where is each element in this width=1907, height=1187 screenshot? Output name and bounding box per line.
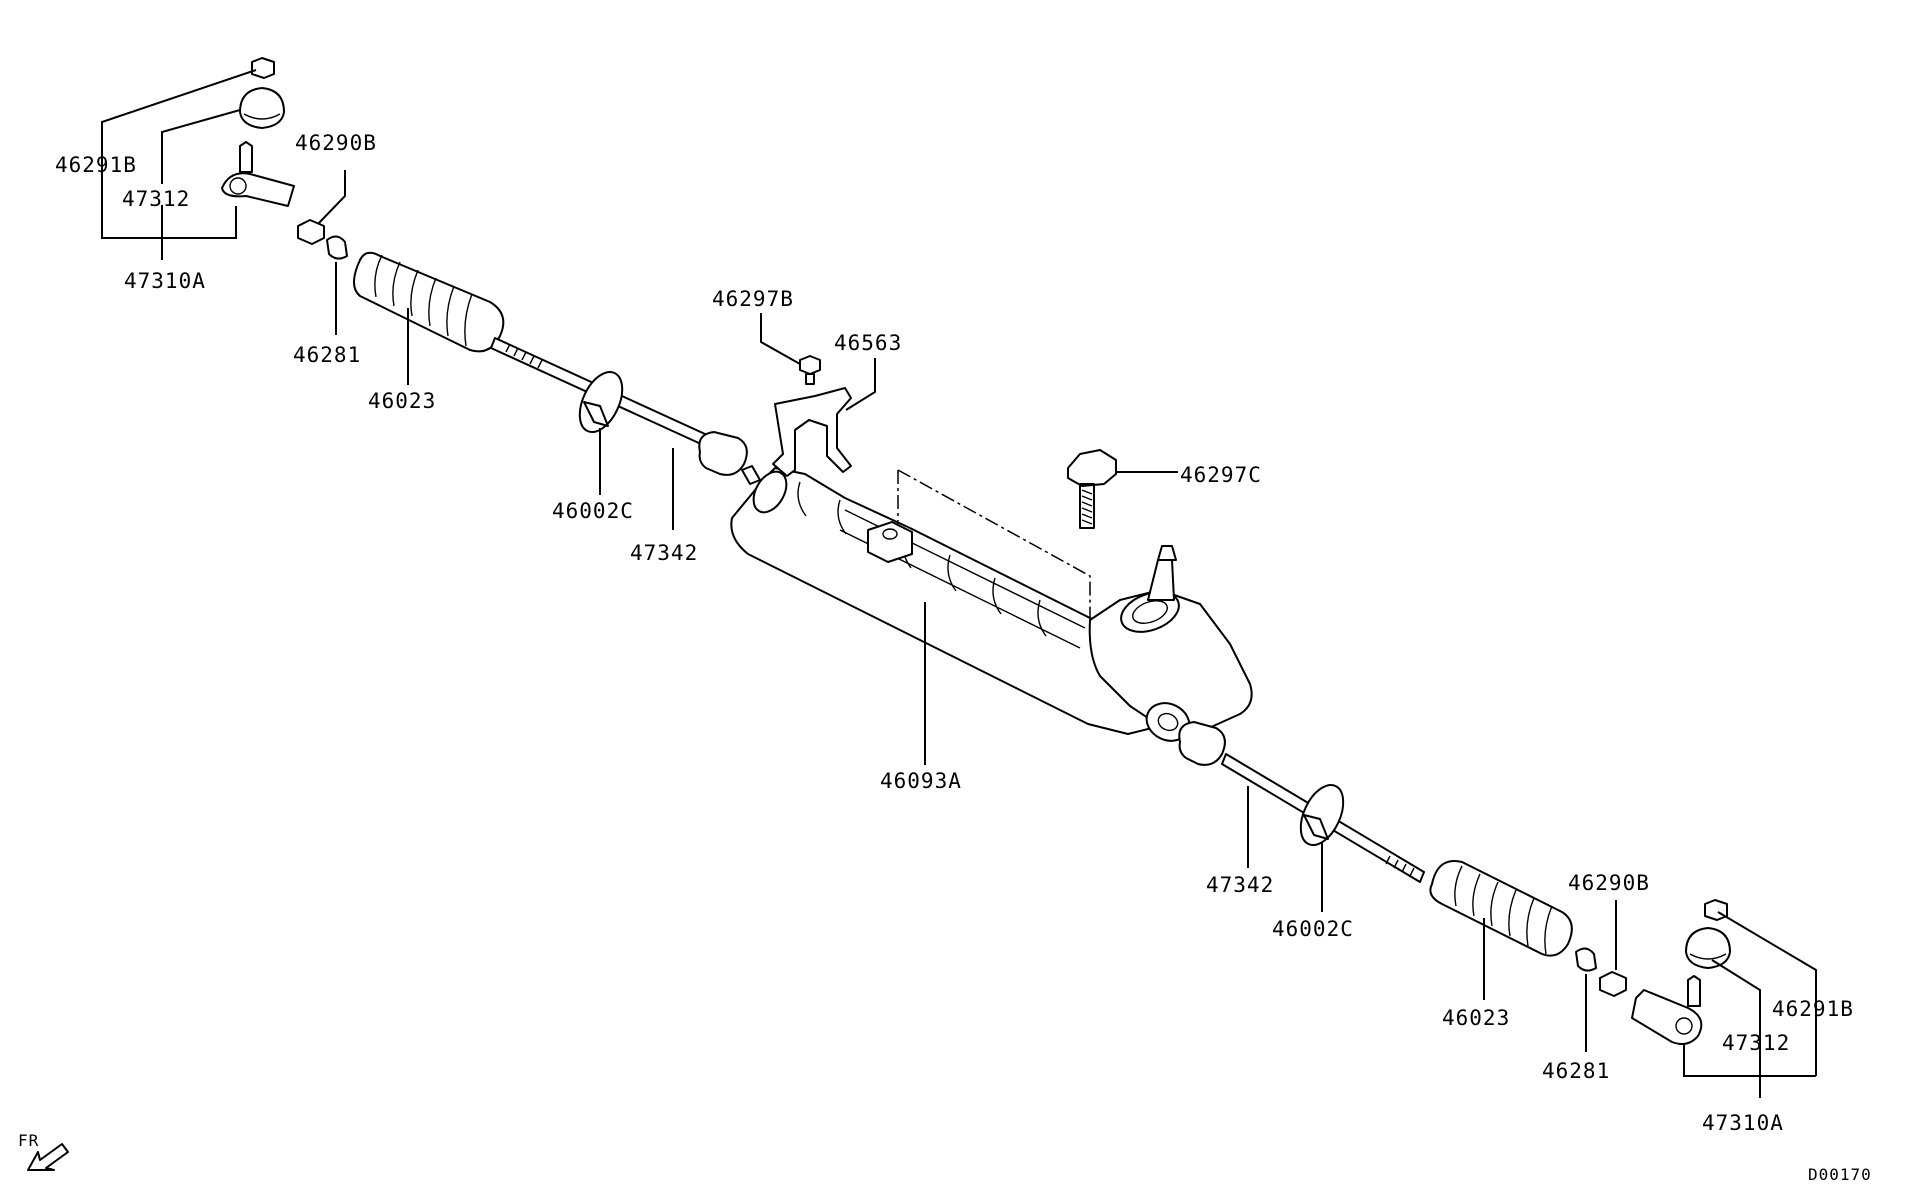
label-47312-left[interactable]: 47312 [122, 187, 190, 211]
right-clip-46281 [1575, 947, 1597, 1052]
right-tie-rod-end[interactable] [1631, 975, 1703, 1045]
right-rack-boot[interactable] [1429, 860, 1573, 957]
left-tie-rod-end[interactable] [221, 141, 295, 207]
left-rack-boot-46023 [353, 251, 505, 385]
right-clip[interactable] [1575, 947, 1597, 972]
label-47312-right[interactable]: 47312 [1722, 1031, 1790, 1055]
right-tie-rod-boot[interactable] [1685, 927, 1731, 969]
front-direction-indicator [27, 1143, 69, 1171]
label-46290B-right[interactable]: 46290B [1568, 871, 1650, 895]
left-clip[interactable] [326, 235, 348, 260]
label-47342-right[interactable]: 47342 [1206, 873, 1274, 897]
fr-arrow-icon [27, 1143, 69, 1171]
left-nut-46290B [297, 170, 346, 245]
left-tie-rod-cap[interactable] [251, 57, 275, 79]
label-47310A-right[interactable]: 47310A [1702, 1111, 1784, 1135]
label-46093A[interactable]: 46093A [880, 769, 962, 793]
mount-bracket[interactable] [772, 387, 852, 477]
label-46297C[interactable]: 46297C [1180, 463, 1262, 487]
leader-46291B-left [101, 69, 257, 158]
label-46281-left[interactable]: 46281 [293, 343, 361, 367]
bracket-46563-group [760, 313, 876, 477]
bolt-46297C-group [897, 449, 1178, 620]
rack-housing-46093A [730, 466, 1253, 765]
left-inner-tie-rod [490, 337, 761, 530]
right-nut[interactable] [1599, 971, 1627, 997]
bracket-bolt[interactable] [799, 355, 821, 385]
rack-left-end[interactable] [747, 466, 793, 518]
pinion-shaft[interactable] [1147, 559, 1175, 601]
label-46281-right[interactable]: 46281 [1542, 1059, 1610, 1083]
right-rack-boot-46023 [1429, 860, 1573, 1000]
right-inner-tie-rod [1178, 721, 1425, 912]
label-46291B-right[interactable]: 46291B [1772, 997, 1854, 1021]
label-46002C-right[interactable]: 46002C [1272, 917, 1354, 941]
right-tie-rod-cap[interactable] [1704, 899, 1728, 921]
label-46002C-left[interactable]: 46002C [552, 499, 634, 523]
right-clamp-band[interactable] [1292, 778, 1352, 851]
right-tie-rod-end-group [1631, 899, 1817, 1098]
rack-mount-boss[interactable] [867, 521, 913, 563]
label-46563[interactable]: 46563 [834, 331, 902, 355]
right-inner-ball-joint[interactable] [1178, 721, 1226, 766]
fr-label: FR [18, 1131, 39, 1150]
label-46290B-left[interactable]: 46290B [295, 131, 377, 155]
right-nut-46290B [1599, 900, 1627, 997]
left-rack-boot[interactable] [353, 251, 505, 353]
left-tie-rod-boot[interactable] [239, 87, 285, 129]
label-46023-left[interactable]: 46023 [368, 389, 436, 413]
bracket-47310A-left [101, 158, 237, 239]
left-inner-ball-joint[interactable] [698, 431, 748, 476]
label-46023-right[interactable]: 46023 [1442, 1006, 1510, 1030]
install-line [897, 469, 1091, 620]
diagram-code: D00170 [1808, 1165, 1872, 1184]
part-labels: 46291B 47312 47310A 46290B 46281 46023 4… [18, 131, 1872, 1184]
leader-47312-left [161, 109, 241, 184]
left-nut[interactable] [297, 219, 325, 245]
left-tie-rod-end-group [101, 57, 295, 260]
label-47310A-left[interactable]: 47310A [124, 269, 206, 293]
label-47342-left[interactable]: 47342 [630, 541, 698, 565]
rack-housing[interactable] [730, 467, 1182, 735]
left-clip-46281 [326, 235, 348, 335]
label-46291B-left[interactable]: 46291B [55, 153, 137, 177]
label-46297B[interactable]: 46297B [712, 287, 794, 311]
housing-bolt[interactable] [1067, 449, 1117, 529]
